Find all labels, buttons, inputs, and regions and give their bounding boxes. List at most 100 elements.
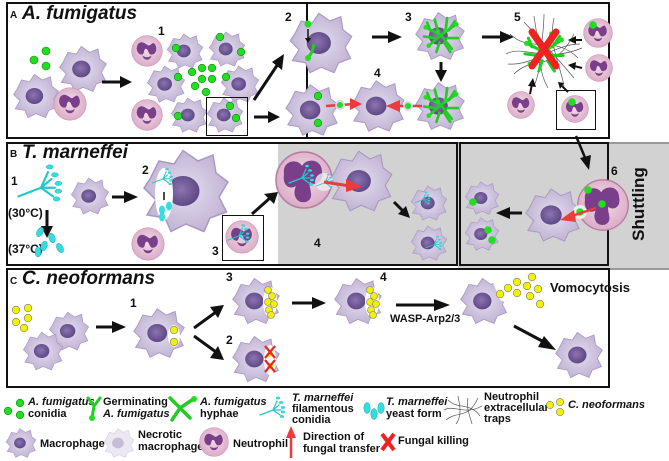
conidia-icon xyxy=(3,398,25,420)
legend-cneo: C. neoformans xyxy=(568,399,645,411)
legend-macrophage: Macrophage xyxy=(40,438,105,450)
b-step-2: 2 xyxy=(142,163,149,177)
panel-b-title: T. marneffei xyxy=(22,142,128,163)
legend-transfer-line2: fungal transfer xyxy=(303,443,381,455)
legend-cneo-line1: C. neoformans xyxy=(568,399,646,411)
legend-transfer-line1: Direction of xyxy=(303,431,365,443)
c-released-yeast xyxy=(495,272,545,309)
b-arrow-down xyxy=(41,210,53,238)
a-s3-hyphae xyxy=(422,16,460,54)
c-arrow-1-3 xyxy=(193,305,224,330)
shuttle-arrow-in xyxy=(574,135,591,170)
c-s1-macrophage xyxy=(133,308,185,358)
b-arrow-3-4 xyxy=(251,192,278,216)
c-pathway-label: WASP-Arp2/3 xyxy=(390,313,461,325)
shuttling-label: Shuttling xyxy=(628,167,648,241)
c-step-1: 1 xyxy=(130,296,137,310)
a-step-2: 2 xyxy=(285,10,292,24)
c-arrow-1-2 xyxy=(193,334,224,360)
germinating-icon xyxy=(86,396,102,421)
shuttle-neutrophil xyxy=(577,179,629,231)
b-s3-neutrophil xyxy=(225,220,259,254)
necrotic-macrophage-icon xyxy=(103,428,135,458)
a-arrow-2-3 xyxy=(372,31,402,43)
b-step-1: 1 xyxy=(11,174,18,188)
panel-c-letter: C xyxy=(10,276,18,287)
legend-macrophage-line1: Macrophage xyxy=(40,438,105,450)
a-s2-germination xyxy=(304,20,316,61)
c-step-3: 3 xyxy=(226,270,233,284)
c-s3-macrophage xyxy=(232,278,280,324)
panel-b-letter: B xyxy=(10,149,18,160)
a-initial-neutrophil xyxy=(53,87,87,121)
a-s1-highlight-box xyxy=(206,97,248,136)
c-arrow-4-vomo xyxy=(396,299,450,311)
b-s4-macrophage-lower xyxy=(410,225,448,261)
legend-filamentous-line2: filamentous xyxy=(292,403,354,415)
c-step-4: 4 xyxy=(380,270,387,284)
red-arrow-icon xyxy=(286,426,296,458)
a-s5-highlight-box xyxy=(556,90,596,130)
b-s4-macrophage-upper xyxy=(410,185,448,221)
red-x-icon xyxy=(380,432,396,452)
legend-hyphae-line1: A. fumigatus xyxy=(200,396,267,408)
c-arrow-3-4 xyxy=(292,297,326,309)
neutrophil-icon xyxy=(199,427,229,457)
c-released-macrophage xyxy=(555,332,603,378)
legend-neutrophil-line1: Neutrophil xyxy=(233,438,288,450)
a-free-conidia xyxy=(29,46,51,71)
b-s1-filamentous-conidia xyxy=(17,163,64,203)
a-step-3: 3 xyxy=(405,10,412,24)
b-arrow-1-2 xyxy=(112,191,138,203)
legend-necrotic-line2: macrophage xyxy=(138,441,204,453)
a-s2-macrophage xyxy=(289,12,353,74)
panel-a-title: A. fumigatus xyxy=(22,3,138,24)
a-step-4: 4 xyxy=(374,66,381,80)
net-icon xyxy=(443,395,483,425)
legend-filamentous-line3: conidia xyxy=(292,414,331,426)
shuttle-macrophage-lower xyxy=(464,217,500,251)
panel-c-title: C. neoformans xyxy=(22,268,156,289)
shuttle-step-6: 6 xyxy=(611,164,618,178)
hyphae-icon xyxy=(168,396,197,422)
b-temp-37: (37°C) xyxy=(8,242,43,256)
macrophage-icon xyxy=(5,428,37,458)
a-arrow-3-5 xyxy=(482,31,514,43)
a-s5-neutrophil-2 xyxy=(585,54,613,82)
legend-yeast-line2: yeast form xyxy=(386,408,442,420)
b-s2-neutrophil xyxy=(131,227,165,261)
b-arrow-4-out xyxy=(392,200,410,218)
b-s2-macrophage xyxy=(143,149,229,233)
legend-germinating-line1: Germinating xyxy=(103,396,168,408)
cneo-icon xyxy=(546,398,564,416)
a-s5-arrows xyxy=(528,36,583,95)
filamentous-icon xyxy=(259,396,286,419)
legend-yeast-line1: T. marneffei xyxy=(386,396,448,408)
shuttle-transfer xyxy=(560,205,597,222)
legend-net-line3: traps xyxy=(484,413,511,425)
b-s4-transfer xyxy=(315,173,362,192)
b-s1-macrophage xyxy=(71,177,110,215)
b-step-4: 4 xyxy=(314,236,321,250)
a-arrow-1 xyxy=(102,76,132,88)
a-s4-transfer-arrows xyxy=(325,98,422,112)
a-arrow-right-low xyxy=(254,111,280,123)
legend-killing: Fungal killing xyxy=(398,435,469,447)
a-s1-neutrophil-top xyxy=(131,35,163,67)
shuttle-arrow-out xyxy=(496,207,522,219)
c-s2-macrophage xyxy=(232,336,280,382)
a-s5-net xyxy=(505,13,583,89)
legend-net-line1: Neutrophil xyxy=(484,391,539,403)
legend-net-line2: extracellular xyxy=(484,402,549,414)
a-s5-neutrophil-1 xyxy=(583,18,613,48)
c-arrow-0-1 xyxy=(96,321,126,333)
b-yeast-cells xyxy=(34,227,64,258)
